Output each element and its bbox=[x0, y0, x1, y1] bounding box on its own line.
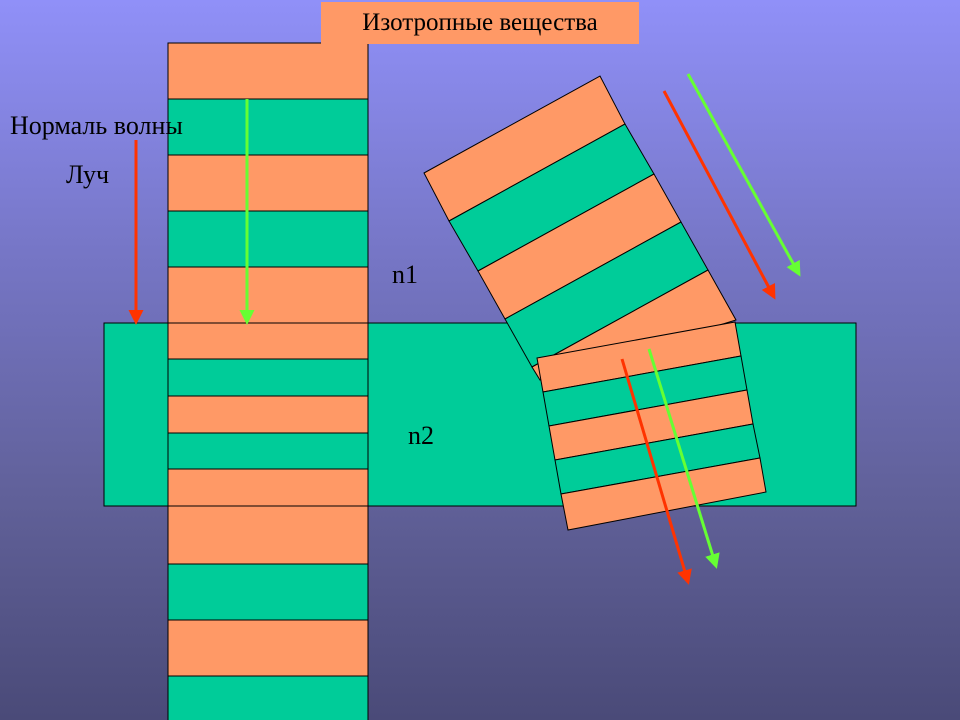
wavefront-band bbox=[167, 563, 369, 621]
wavefront-band bbox=[167, 432, 369, 470]
wavefront-band bbox=[167, 266, 369, 324]
wavefront-band bbox=[167, 210, 369, 268]
ray-label: Луч bbox=[66, 160, 110, 189]
ray-arrow bbox=[620, 358, 692, 585]
vertical-wave-column bbox=[167, 42, 369, 720]
wave-normal-label: Нормаль волны bbox=[10, 111, 183, 140]
wavefront-band bbox=[167, 154, 369, 212]
wave-normal-arrow bbox=[686, 73, 801, 277]
wavefront-band bbox=[167, 468, 369, 507]
wave-normal-arrow bbox=[647, 348, 720, 569]
wavefront-band bbox=[167, 619, 369, 677]
wavefront-band bbox=[167, 42, 369, 100]
tilted-wave-column-n1 bbox=[423, 75, 737, 381]
n2-label: n2 bbox=[408, 421, 434, 450]
wavefront-band bbox=[167, 675, 369, 720]
n1-label: n1 bbox=[392, 260, 418, 289]
wavefront-band bbox=[167, 358, 369, 397]
page-title: Изотропные вещества bbox=[321, 2, 639, 44]
wavefront-band bbox=[167, 322, 369, 360]
wavefront-band bbox=[167, 98, 369, 156]
wavefront-band bbox=[167, 395, 369, 434]
wavefront-band bbox=[167, 505, 369, 565]
ray-arrow bbox=[662, 90, 776, 300]
